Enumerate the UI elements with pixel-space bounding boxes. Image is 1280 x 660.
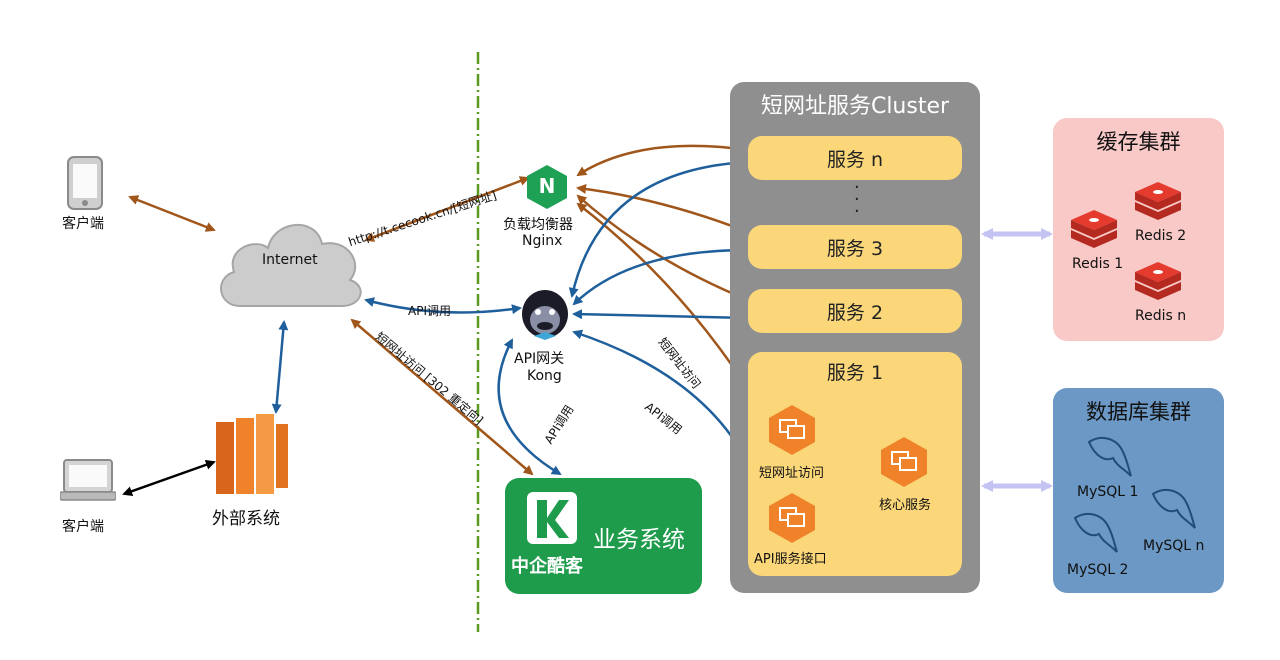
cache-title: 缓存集群	[1096, 130, 1181, 154]
wire-internet-nginx	[364, 176, 530, 242]
wire-internet-kong	[364, 297, 522, 315]
wire-internet-biz	[350, 318, 534, 476]
service-ellipsis: ···	[854, 177, 860, 222]
redis-2-label: Redis 2	[1135, 228, 1187, 244]
mysql-2-label: MySQL 2	[1067, 562, 1129, 578]
service-1-title: 服务 1	[826, 362, 884, 384]
nginx-label-2: Nginx	[522, 233, 563, 249]
mobile-client-icon	[66, 156, 104, 210]
wire-nginx-svc-2	[576, 194, 750, 302]
wire-kong-svc-2	[572, 309, 750, 323]
kong-label-2: Kong	[527, 368, 562, 384]
wire-nginx-svc-n	[576, 143, 750, 177]
business-brand: 中企酷客	[511, 556, 583, 577]
external-system-icon	[216, 414, 288, 498]
wire-desktop-external	[122, 459, 216, 497]
wire-kong-svc-3	[572, 245, 750, 306]
cluster-title: 短网址服务Cluster	[760, 94, 950, 119]
redis-n-icon	[1133, 258, 1183, 306]
redis-1-label: Redis 1	[1072, 256, 1124, 272]
business-label: 业务系统	[593, 527, 685, 553]
short-access-component-icon	[766, 404, 818, 456]
nginx-letter: N	[538, 174, 556, 198]
service-cluster: 短网址服务Cluster 服务 n ··· 服务 3 服务 2 服务 1	[730, 82, 980, 593]
desktop-client-label: 客户端	[62, 519, 104, 535]
wire-kong-biz	[497, 338, 562, 476]
kong-gorilla-icon	[520, 288, 570, 340]
kong-label-1: API网关	[514, 351, 565, 367]
mysql-n-label: MySQL n	[1143, 538, 1205, 554]
external-system-label: 外部系统	[212, 509, 280, 529]
service-n-box: 服务 n	[748, 136, 962, 180]
mysql-1-dolphin-icon	[1083, 432, 1133, 484]
nginx-label-1: 负载均衡器	[503, 217, 573, 233]
mysql-n-dolphin-icon	[1147, 484, 1197, 536]
wire-client-internet	[128, 195, 216, 232]
service-2-label: 服务 2	[826, 301, 884, 324]
core-service-component-label: 核心服务	[879, 498, 932, 513]
service-2-box: 服务 2	[748, 289, 962, 333]
service-3-box: 服务 3	[748, 225, 962, 269]
mysql-2-dolphin-icon	[1069, 508, 1119, 560]
redis-2-icon	[1133, 178, 1183, 226]
redis-1-icon	[1069, 206, 1119, 254]
business-system-box: 中企酷客 业务系统	[505, 478, 702, 594]
laptop-client-icon	[59, 458, 117, 502]
mysql-1-label: MySQL 1	[1077, 484, 1139, 500]
internet-cloud-icon	[212, 208, 368, 314]
internet-label: Internet	[262, 252, 318, 268]
database-title: 数据库集群	[1086, 400, 1191, 424]
service-n-label: 服务 n	[826, 148, 884, 171]
short-access-component-label: 短网址访问	[759, 466, 825, 481]
api-call-internet-label: API调用	[408, 304, 451, 318]
zqkk-logo-icon	[527, 492, 577, 544]
core-service-component-icon	[878, 436, 930, 488]
service-3-label: 服务 3	[826, 237, 884, 260]
api-interface-component-icon	[766, 492, 818, 544]
cache-cluster: 缓存集群 Redis 1 Redis 2 Redis n	[1053, 118, 1224, 341]
nginx-hexagon-icon: N	[526, 164, 568, 210]
mobile-client-label: 客户端	[62, 216, 104, 232]
database-cluster: 数据库集群 MySQL 1 MySQL 2 MySQL n	[1053, 388, 1224, 593]
api-interface-component-label: API服务接口	[754, 552, 827, 567]
redis-n-label: Redis n	[1135, 308, 1187, 324]
wire-internet-external	[271, 320, 289, 414]
